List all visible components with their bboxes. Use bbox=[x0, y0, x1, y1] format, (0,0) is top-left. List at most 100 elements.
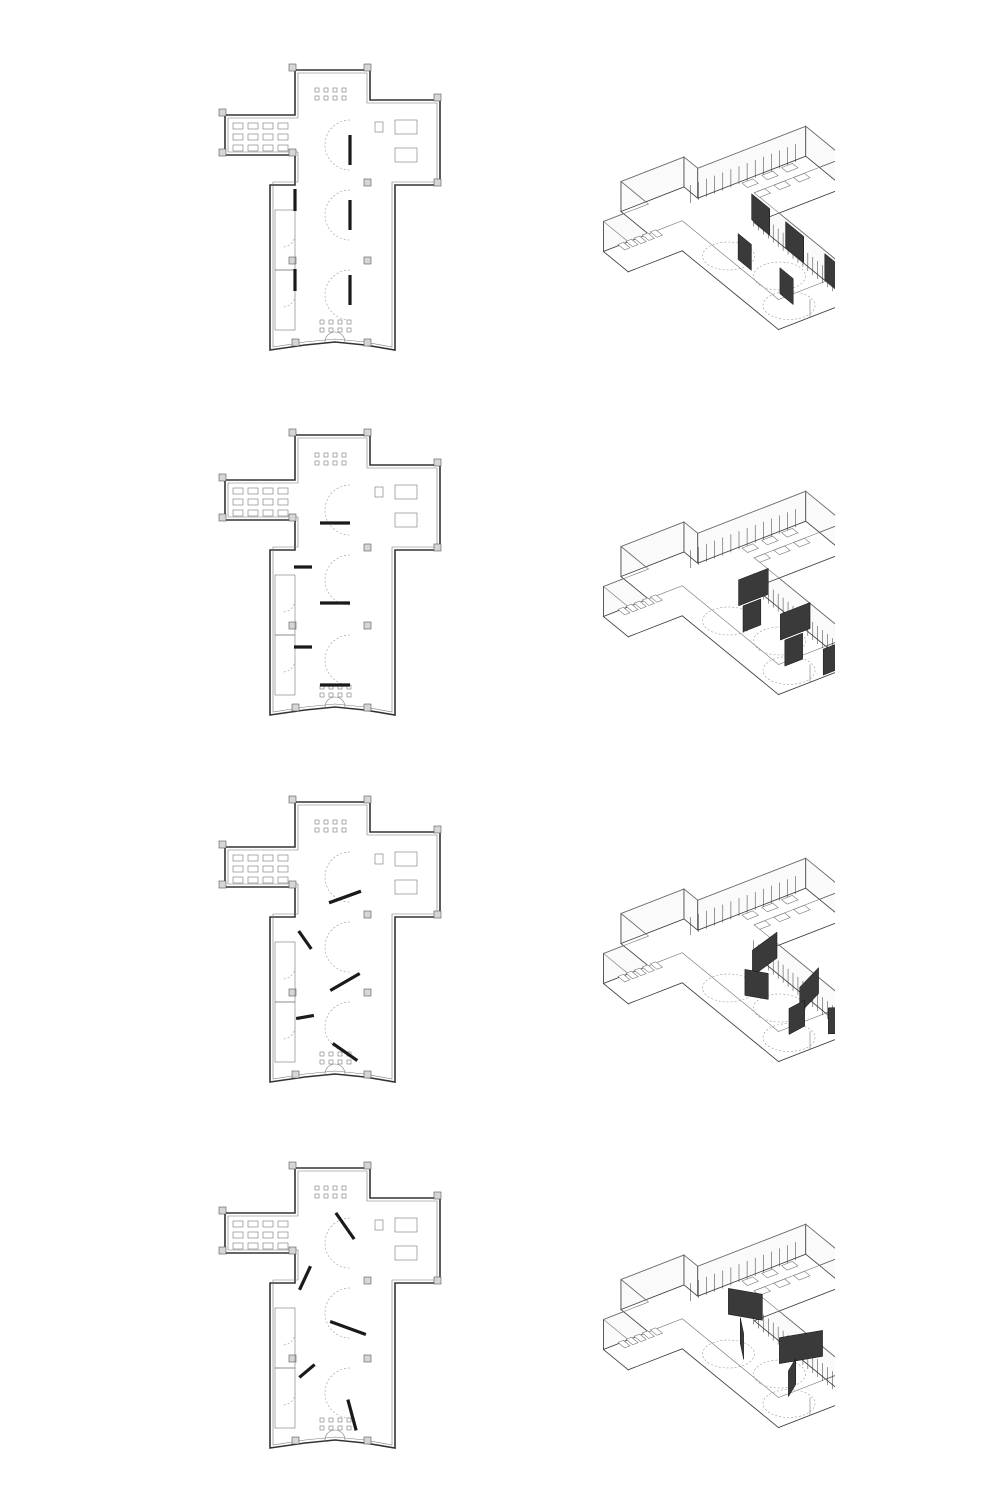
seat bbox=[323, 1193, 329, 1199]
seat bbox=[328, 1417, 334, 1423]
desk bbox=[247, 1242, 259, 1250]
floor-plan bbox=[218, 1161, 442, 1449]
axo-desk bbox=[617, 1340, 631, 1349]
axo-table bbox=[793, 172, 811, 183]
axo-table bbox=[781, 528, 799, 538]
axo-wall-top bbox=[602, 1223, 835, 1398]
door-swing bbox=[282, 1392, 296, 1406]
display-panel bbox=[331, 1042, 359, 1062]
column bbox=[218, 473, 227, 482]
column bbox=[433, 178, 442, 187]
seat bbox=[341, 460, 347, 466]
axo-desk bbox=[633, 1333, 647, 1342]
desk bbox=[277, 1242, 289, 1250]
seat bbox=[337, 1051, 343, 1057]
seat bbox=[332, 460, 338, 466]
axo-desk bbox=[641, 964, 655, 973]
seat bbox=[346, 327, 352, 333]
desk bbox=[247, 144, 259, 152]
axonometric-view bbox=[602, 490, 835, 696]
axo-table bbox=[793, 904, 811, 915]
column bbox=[363, 910, 372, 919]
desk bbox=[247, 1220, 259, 1228]
plan-inner-wall bbox=[227, 1170, 438, 1446]
table bbox=[394, 1217, 418, 1233]
axo-desk bbox=[633, 967, 647, 976]
desk bbox=[277, 509, 289, 517]
column bbox=[433, 93, 442, 102]
desk bbox=[262, 876, 274, 884]
axo-table bbox=[761, 902, 779, 913]
axo-desk bbox=[625, 603, 639, 613]
axo-floor bbox=[602, 1253, 835, 1428]
column bbox=[218, 148, 227, 157]
axo-display-panel bbox=[738, 567, 769, 607]
desk bbox=[247, 487, 259, 495]
axo-desk bbox=[641, 232, 655, 241]
axo-desk bbox=[617, 242, 631, 251]
desk bbox=[247, 498, 259, 506]
axo-desk bbox=[649, 229, 663, 238]
axo-display-panel bbox=[779, 267, 794, 306]
column bbox=[288, 795, 297, 804]
column bbox=[291, 338, 300, 347]
axo-display-panel bbox=[780, 602, 811, 641]
display-panel bbox=[329, 972, 361, 992]
small-table bbox=[374, 121, 384, 133]
entry-door bbox=[324, 1063, 336, 1075]
seat bbox=[346, 319, 352, 325]
column bbox=[363, 1070, 372, 1079]
seat bbox=[332, 819, 338, 825]
circulation-arc bbox=[324, 634, 351, 686]
desk bbox=[262, 1220, 274, 1228]
axo-table bbox=[781, 163, 799, 173]
desk bbox=[232, 144, 244, 152]
desk bbox=[232, 133, 244, 141]
desk bbox=[277, 498, 289, 506]
axo-desk bbox=[617, 607, 631, 616]
table bbox=[394, 879, 418, 895]
column bbox=[218, 1246, 227, 1255]
table bbox=[394, 851, 418, 867]
table bbox=[394, 484, 418, 500]
axo-circulation bbox=[753, 626, 806, 656]
table bbox=[394, 147, 418, 163]
axo-table bbox=[773, 1278, 791, 1289]
seat bbox=[341, 87, 347, 93]
axo-display-panel bbox=[824, 253, 835, 289]
column bbox=[288, 1354, 297, 1363]
column bbox=[288, 988, 297, 997]
axo-desk bbox=[617, 974, 631, 983]
column bbox=[363, 1354, 372, 1363]
seat bbox=[323, 452, 329, 458]
small-table bbox=[374, 486, 384, 498]
axo-desk bbox=[633, 600, 647, 609]
column bbox=[288, 428, 297, 437]
column bbox=[288, 621, 297, 630]
display-panel bbox=[334, 1211, 356, 1241]
seat bbox=[323, 87, 329, 93]
desk bbox=[232, 854, 244, 862]
axo-table bbox=[781, 895, 799, 905]
seat bbox=[337, 327, 343, 333]
desk bbox=[247, 865, 259, 873]
seat bbox=[341, 827, 347, 833]
column bbox=[288, 148, 297, 157]
column bbox=[363, 63, 372, 72]
axo-table bbox=[753, 553, 771, 563]
seat bbox=[328, 327, 334, 333]
axo-circulation bbox=[762, 1023, 816, 1052]
plan-outer-wall bbox=[224, 1167, 441, 1449]
column bbox=[363, 795, 372, 804]
column bbox=[218, 108, 227, 117]
column bbox=[363, 1276, 372, 1285]
side-room bbox=[274, 634, 296, 696]
seat bbox=[346, 1417, 352, 1423]
seat bbox=[314, 1193, 320, 1199]
column bbox=[363, 703, 372, 712]
column bbox=[433, 458, 442, 467]
circulation-arc bbox=[324, 484, 351, 536]
seat bbox=[332, 1193, 338, 1199]
desk bbox=[262, 487, 274, 495]
seat bbox=[341, 1193, 347, 1199]
